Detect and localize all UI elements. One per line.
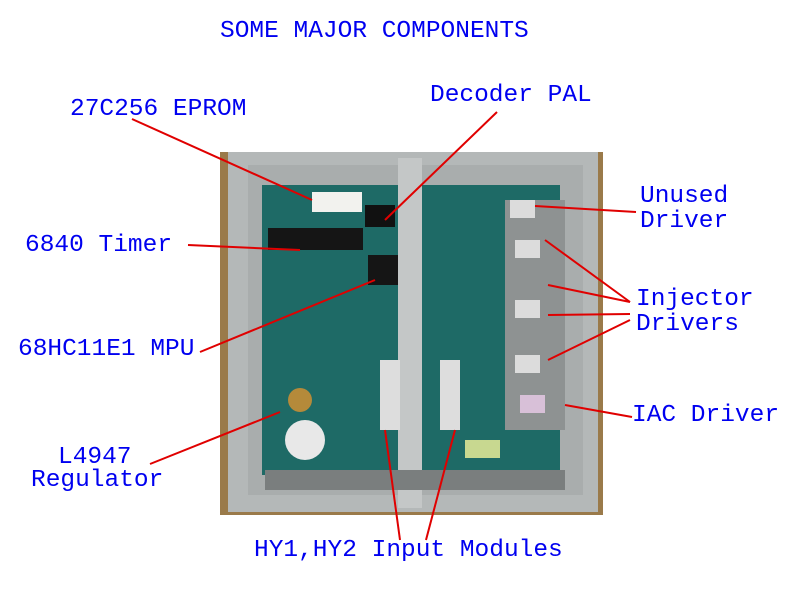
label-input-modules: HY1,HY2 Input Modules	[254, 537, 563, 564]
label-regulator-part: L4947	[58, 444, 132, 471]
label-unused-driver: Driver	[640, 208, 729, 235]
label-injector: Injector	[636, 286, 754, 313]
label-regulator: Regulator	[31, 467, 164, 494]
leader-lines	[131, 111, 637, 541]
label-mpu: 68HC11E1 MPU	[18, 336, 195, 363]
label-injector-drivers: Drivers	[636, 311, 739, 338]
page-title: SOME MAJOR COMPONENTS	[220, 18, 529, 45]
label-timer: 6840 Timer	[25, 232, 173, 259]
label-decoder-pal: Decoder PAL	[430, 82, 592, 109]
label-iac-driver: IAC Driver	[632, 402, 780, 429]
label-unused: Unused	[640, 183, 729, 210]
circuit-board-photo	[220, 152, 603, 515]
label-eprom: 27C256 EPROM	[70, 96, 247, 123]
